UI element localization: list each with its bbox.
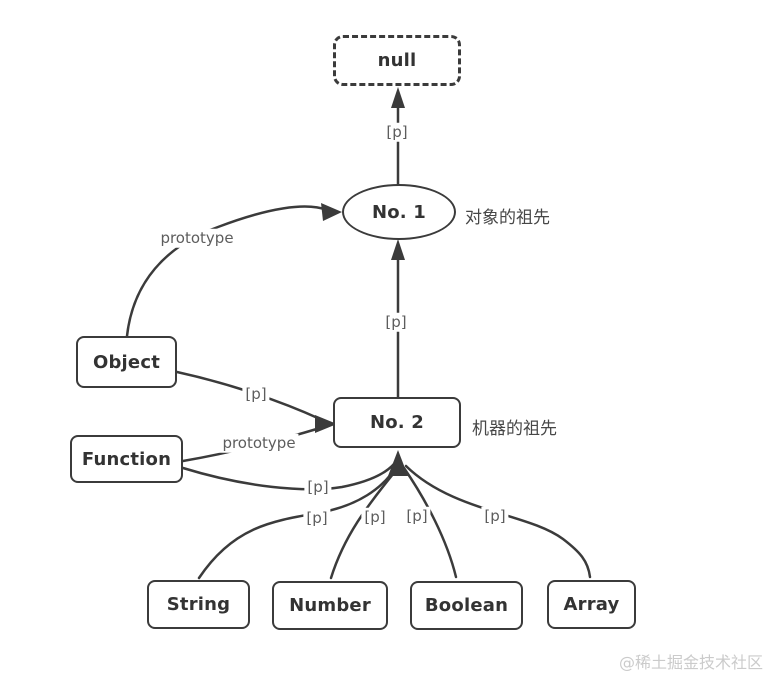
edge-object-to-no1-prototype <box>125 205 329 338</box>
node-boolean: Boolean <box>410 581 523 630</box>
arrowhead-into-null <box>391 87 405 108</box>
edge-label-p-number: [p] <box>361 507 389 527</box>
edge-label-prototype-object: prototype <box>157 228 237 248</box>
arrowhead-into-no1-bottom <box>391 239 405 260</box>
annotation-no1: 对象的祖先 <box>465 208 550 228</box>
edge-label-p-object-no2: [p] <box>242 384 270 404</box>
edge-label-p-string: [p] <box>303 508 331 528</box>
node-number: Number <box>272 581 388 630</box>
edge-label-p-function-no2: [p] <box>304 477 332 497</box>
node-no1: No. 1 <box>342 184 456 240</box>
edge-label-p-array: [p] <box>481 506 509 526</box>
node-null: null <box>333 35 461 86</box>
edge-label-p-no1-null: [p] <box>383 122 411 142</box>
node-function: Function <box>70 435 183 483</box>
node-array: Array <box>547 580 636 629</box>
node-no2: No. 2 <box>333 397 461 448</box>
node-object: Object <box>76 336 177 388</box>
edge-function-to-no2-p <box>181 462 396 491</box>
arrowhead-into-no1-left <box>321 203 342 221</box>
arrowhead-into-no2-bottom <box>388 450 408 476</box>
edge-label-p-boolean: [p] <box>403 506 431 526</box>
edge-label-prototype-function: prototype <box>219 433 299 453</box>
node-string: String <box>147 580 250 629</box>
edge-label-p-no2-no1: [p] <box>382 312 410 332</box>
watermark-text: @稀土掘金技术社区 <box>619 653 764 672</box>
annotation-no2: 机器的祖先 <box>472 419 557 439</box>
